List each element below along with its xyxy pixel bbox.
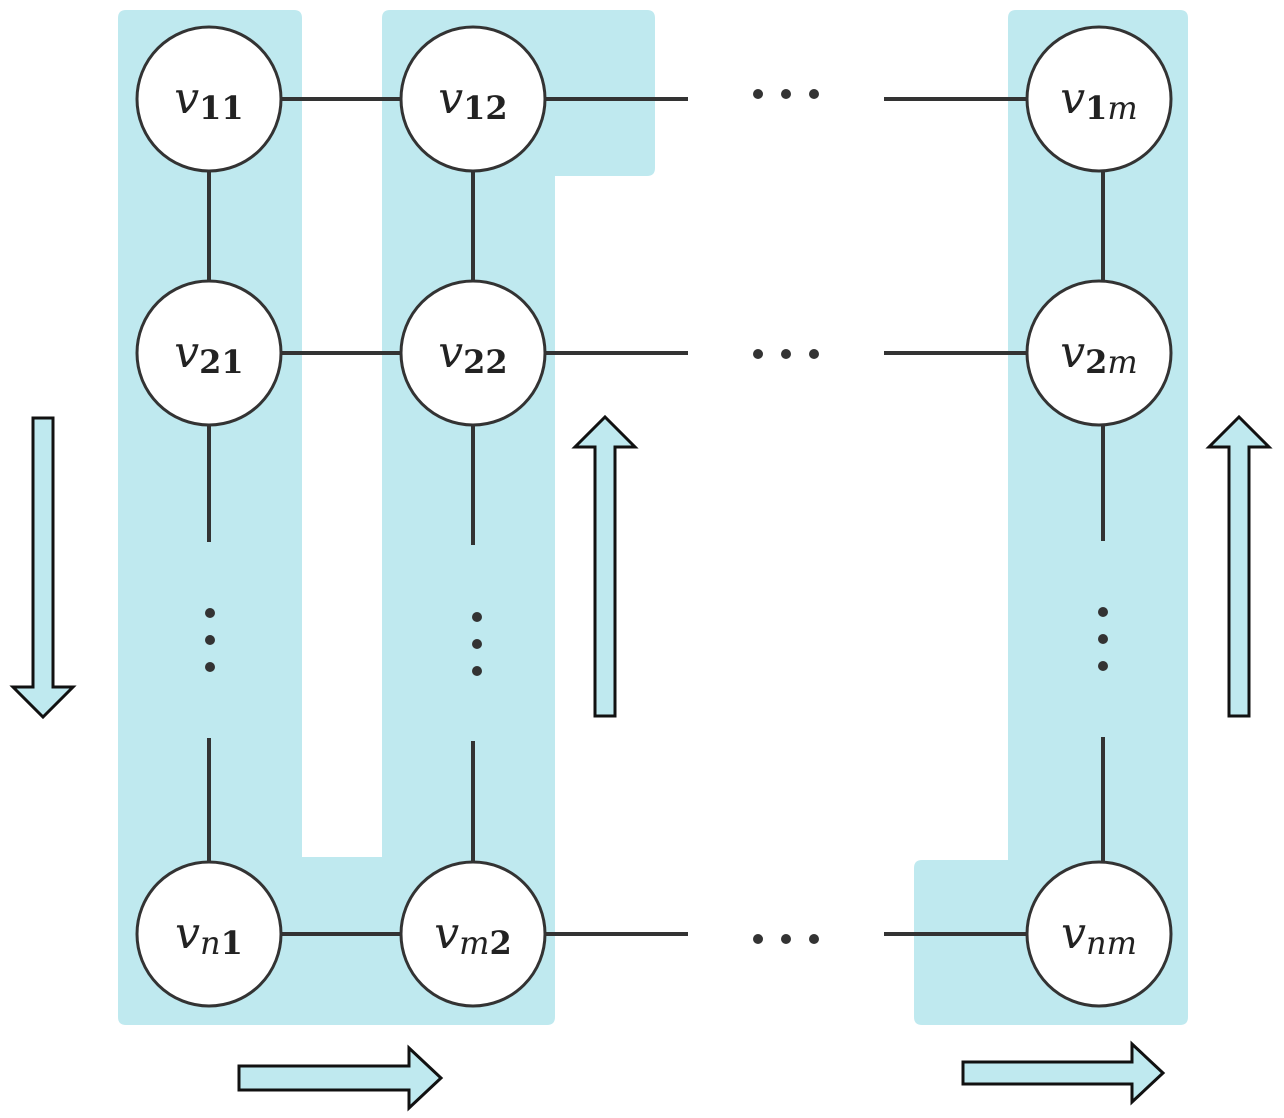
col2-ellipsis (472, 612, 482, 676)
node-label: v22 (438, 327, 507, 381)
node-label: v1m (1060, 73, 1137, 127)
node-v11: v11 (135, 25, 283, 173)
node-label-subscript: 2 (489, 924, 511, 962)
node-label-subscript: m (1107, 89, 1137, 127)
rown-ellipsis (753, 934, 819, 944)
node-label-base: v (175, 908, 200, 959)
node-label-base: v (438, 73, 463, 124)
node-label-base: v (174, 73, 199, 124)
node-label: v21 (174, 327, 243, 381)
node-label: vn1 (175, 908, 243, 962)
node-v22: v22 (399, 279, 547, 427)
node-v1m: v1m (1025, 25, 1173, 173)
node-label-base: v (1061, 908, 1086, 959)
node-vnm: vnm (1025, 860, 1173, 1008)
node-label-subscript: nm (1086, 924, 1137, 962)
node-label-subscript: 12 (463, 89, 508, 127)
node-vm2: vm2 (399, 860, 547, 1008)
grid-edges (207, 97, 1105, 936)
node-label-base: v (434, 908, 459, 959)
node-v21: v21 (135, 279, 283, 427)
region-column-m (914, 10, 1188, 1025)
node-label: v2m (1060, 327, 1137, 381)
row1-ellipsis (753, 89, 819, 99)
node-label-subscript: 1 (1085, 89, 1107, 127)
node-label-base: v (1060, 73, 1085, 124)
arrow-down-left (9, 416, 77, 720)
colm-ellipsis (1098, 607, 1108, 671)
traversal-path-regions (118, 10, 1188, 1025)
arrow-right-bottom-left (237, 1044, 444, 1112)
node-v2m: v2m (1025, 279, 1173, 427)
col1-ellipsis (205, 608, 215, 672)
node-label-subscript: 2 (1085, 343, 1107, 381)
node-label-subscript: 21 (199, 343, 244, 381)
node-label-base: v (1060, 327, 1085, 378)
arrow-up-right (1205, 414, 1273, 718)
node-label-subscript: 22 (463, 343, 508, 381)
node-label-subscript: 1 (221, 924, 243, 962)
node-label-subscript: n (200, 924, 221, 962)
node-vn1: vn1 (135, 860, 283, 1008)
node-label: vnm (1061, 908, 1137, 962)
node-label: v12 (438, 73, 507, 127)
node-label-base: v (438, 327, 463, 378)
node-label-subscript: m (1107, 343, 1137, 381)
node-v12: v12 (399, 25, 547, 173)
row2-ellipsis (753, 349, 819, 359)
region-column-1-and-2 (118, 10, 655, 1025)
arrow-up-middle (571, 414, 639, 718)
arrow-right-bottom-right (961, 1040, 1166, 1106)
node-label-subscript: 11 (199, 89, 244, 127)
grid-nodes: v11 v12 v1m v21 v22 v2m vn1 vm2 vnm (135, 25, 1173, 1008)
node-label-subscript: m (459, 924, 489, 962)
node-label-base: v (174, 327, 199, 378)
node-label: v11 (174, 73, 243, 127)
ellipsis-dots (205, 89, 1108, 944)
traversal-arrows (9, 414, 1273, 1112)
node-label: vm2 (434, 908, 511, 962)
